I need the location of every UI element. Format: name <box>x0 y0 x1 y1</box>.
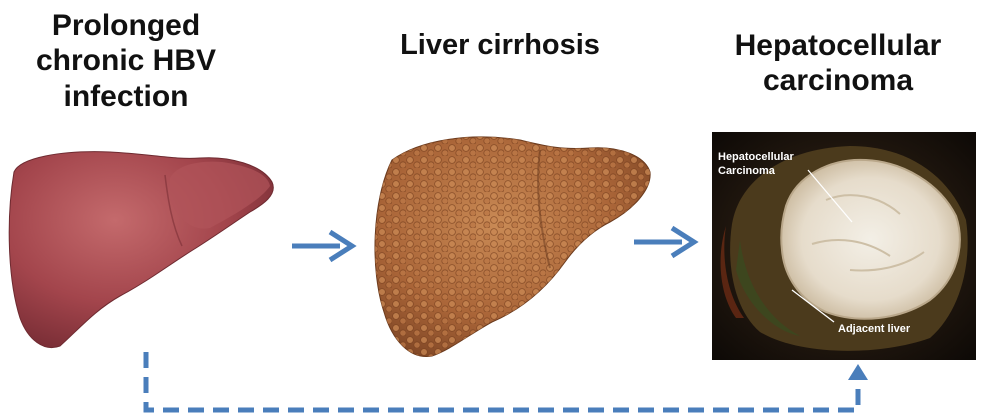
direct-progression-dashed-arrow <box>146 352 868 410</box>
progression-arrow-1 <box>292 232 352 260</box>
photo-label-adjacent: Adjacent liver <box>838 323 911 335</box>
healthy-liver-image <box>9 152 273 348</box>
cirrhotic-liver-image <box>375 137 650 357</box>
hcc-tumor-photo: Hepatocellular Carcinoma Adjacent liver <box>712 132 976 360</box>
progression-arrow-2 <box>634 228 694 256</box>
